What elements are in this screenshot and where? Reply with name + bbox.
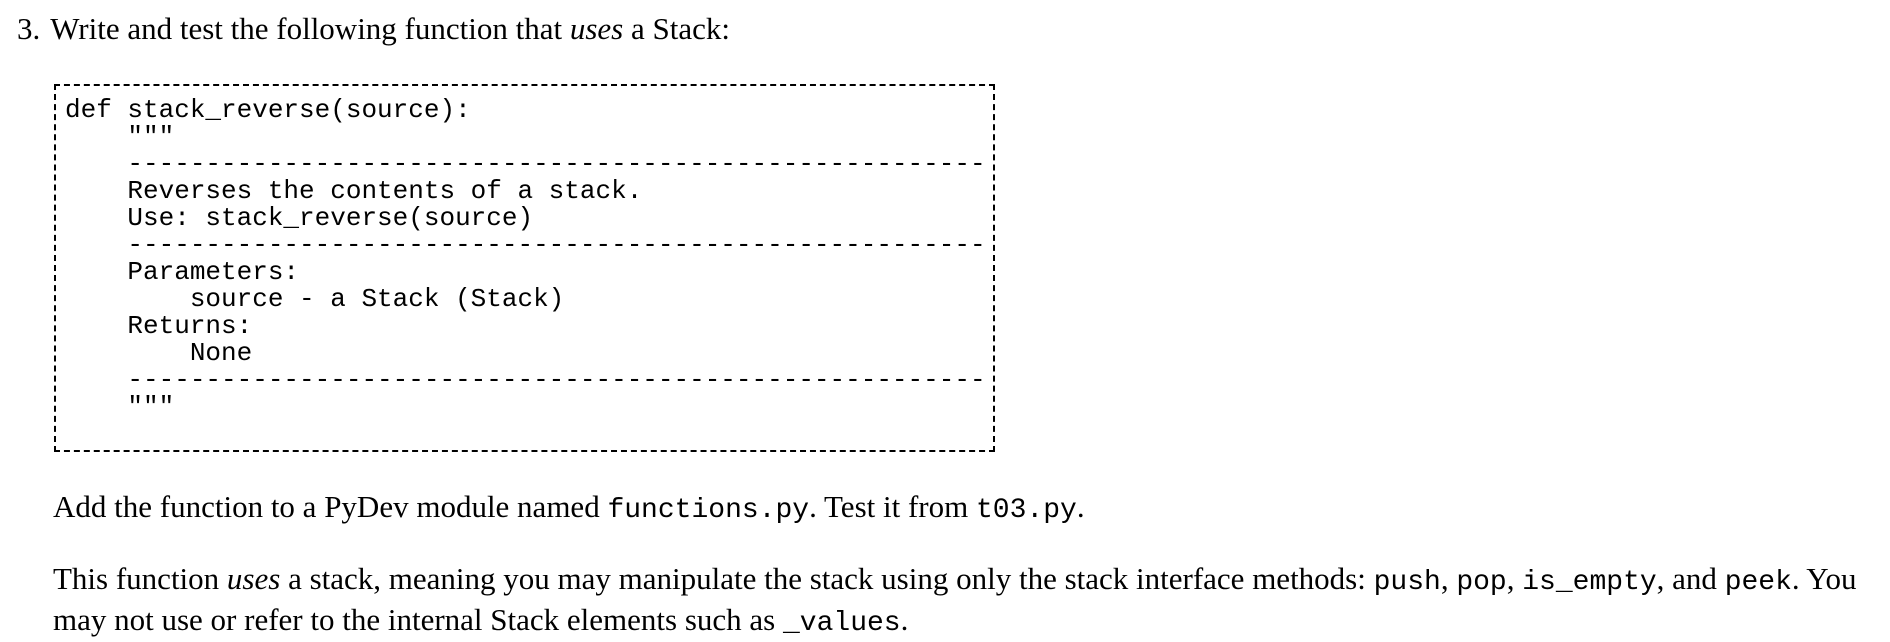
text-run-serif: . xyxy=(900,602,909,637)
text-run-mono: pop xyxy=(1456,567,1507,598)
text-run-mono: push xyxy=(1373,567,1441,598)
text-run-serif: , xyxy=(1506,561,1523,596)
text-run-serif: a stack, meaning you may manipulate the … xyxy=(280,561,1374,596)
assignment-page: 3. Write and test the following function … xyxy=(0,10,1890,642)
paragraph-module-instructions: Add the function to a PyDev module named… xyxy=(53,488,1890,529)
exercise-number: 3. xyxy=(17,11,41,46)
text-run-serif: . xyxy=(1076,489,1085,524)
text-run-italic: uses xyxy=(226,561,281,596)
text-run-serif: Write and test the following function th… xyxy=(50,11,570,46)
text-run-mono: is_empty xyxy=(1522,567,1657,598)
exercise-heading: 3. Write and test the following function … xyxy=(17,10,1890,47)
text-run-mono: functions.py xyxy=(607,495,810,526)
text-run-mono: _values xyxy=(782,608,901,639)
exercise-title: Write and test the following function th… xyxy=(50,11,730,46)
text-run-serif: . Test it from xyxy=(809,489,976,524)
text-run-mono: peek xyxy=(1724,567,1792,598)
text-run-serif: , and xyxy=(1656,561,1725,596)
text-run-serif: a Stack: xyxy=(623,11,730,46)
text-run-serif: Add the function to a PyDev module named xyxy=(53,489,608,524)
text-run-italic: uses xyxy=(569,11,624,46)
docstring-code-block: def stack_reverse(source): """ ---------… xyxy=(54,84,995,452)
text-run-mono: t03.py xyxy=(975,495,1077,526)
text-run-serif: This function xyxy=(53,561,227,596)
text-run-serif: , xyxy=(1440,561,1457,596)
